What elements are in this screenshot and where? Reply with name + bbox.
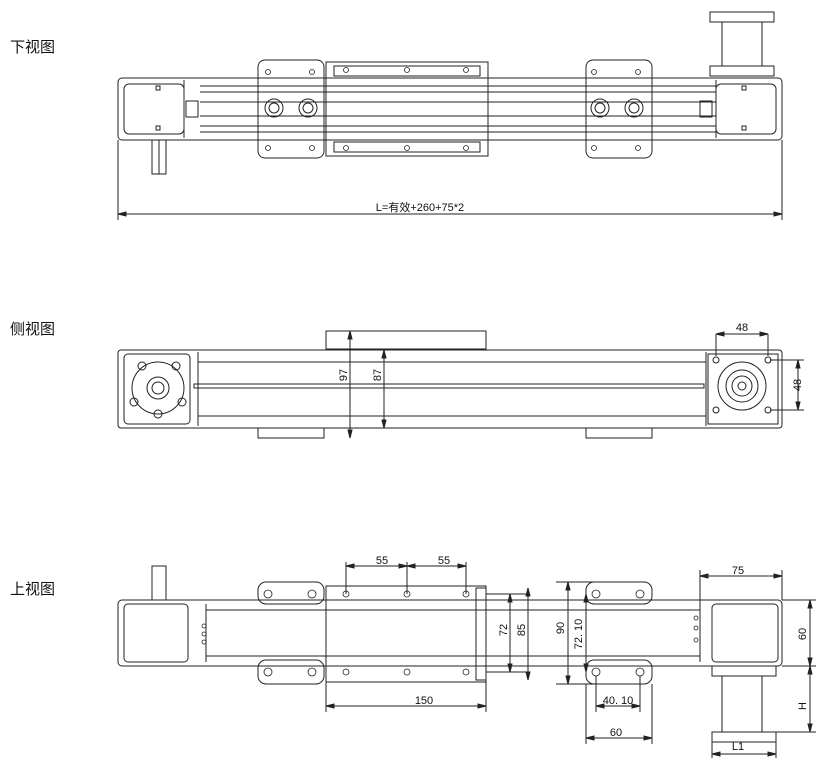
dim-top-60-right: 60 (797, 628, 809, 640)
dim-side-48-top: 48 (736, 322, 748, 334)
dim-side-48-right: 48 (792, 379, 804, 391)
bottom-view-label: 下视图 (10, 38, 56, 56)
side-view (117, 330, 804, 439)
dim-top-L1: L1 (732, 741, 744, 753)
dim-top-90: 90 (555, 622, 567, 634)
dim-top-H: H (797, 702, 809, 710)
dim-top-150: 150 (415, 695, 433, 707)
dim-length-formula: L=有效+260+75*2 (376, 200, 464, 214)
dim-top-85: 85 (516, 624, 528, 636)
dim-top-60-bottom: 60 (610, 727, 622, 739)
dim-top-72: 72 (498, 624, 510, 636)
dim-top-55-right: 55 (438, 555, 450, 567)
dim-top-72-10: 72. 10 (573, 619, 585, 650)
dim-side-87: 87 (372, 369, 384, 381)
dim-side-97: 97 (338, 369, 350, 381)
top-view (117, 562, 816, 758)
bottom-view (117, 11, 783, 220)
dim-top-55-left: 55 (376, 555, 388, 567)
top-view-label: 上视图 (10, 580, 56, 598)
dim-top-40-10: 40. 10 (603, 695, 634, 707)
dim-top-75: 75 (732, 565, 744, 577)
side-view-label: 侧视图 (10, 320, 56, 338)
